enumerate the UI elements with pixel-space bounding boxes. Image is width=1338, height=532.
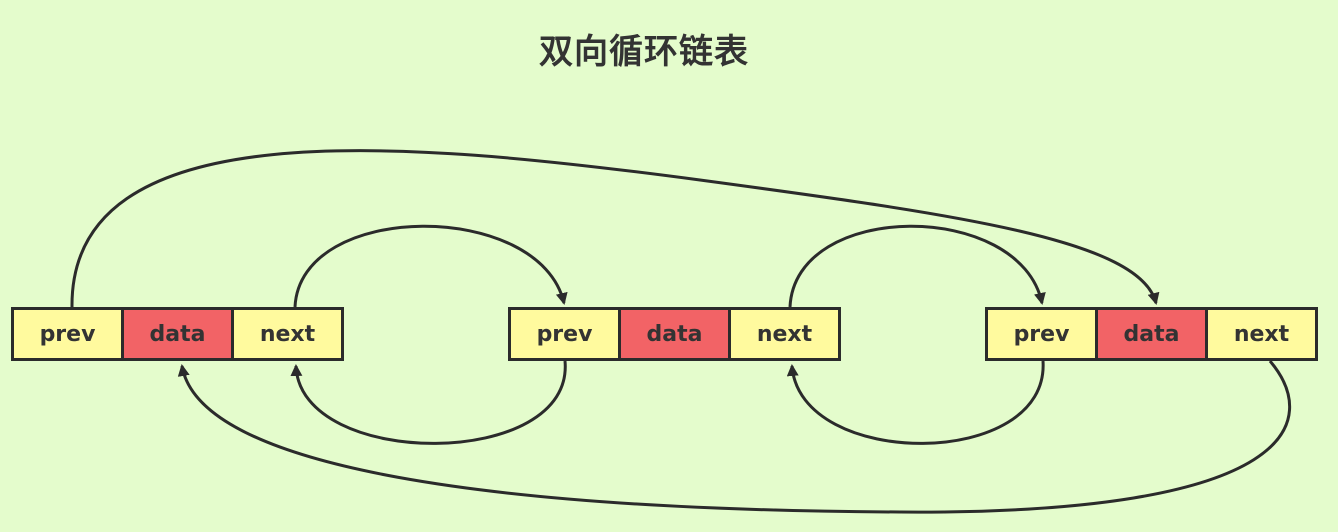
list-node-2: prev data next (508, 307, 841, 361)
arrow-node1-next-to-node2-prev (293, 224, 568, 308)
arrow-node1-prev-to-node3-data (70, 149, 1160, 308)
node-3-data-field: data (1095, 307, 1208, 361)
arrow-node2-prev-to-node1-next (290, 360, 567, 445)
node-1-prev-field: prev (11, 307, 124, 361)
node-2-data-field: data (618, 307, 731, 361)
node-3-next-field: next (1205, 307, 1318, 361)
node-2-next-field: next (728, 307, 841, 361)
diagram-title: 双向循环链表 (539, 32, 749, 72)
arrow-node3-prev-to-node2-next (786, 360, 1045, 445)
list-node-1: prev data next (11, 307, 344, 361)
node-3-prev-field: prev (985, 307, 1098, 361)
arrow-node3-next-to-node1-data (177, 360, 1292, 514)
list-node-3: prev data next (985, 307, 1318, 361)
arrow-node2-next-to-node3-prev (788, 224, 1046, 308)
node-1-data-field: data (121, 307, 234, 361)
node-2-prev-field: prev (508, 307, 621, 361)
node-1-next-field: next (231, 307, 344, 361)
